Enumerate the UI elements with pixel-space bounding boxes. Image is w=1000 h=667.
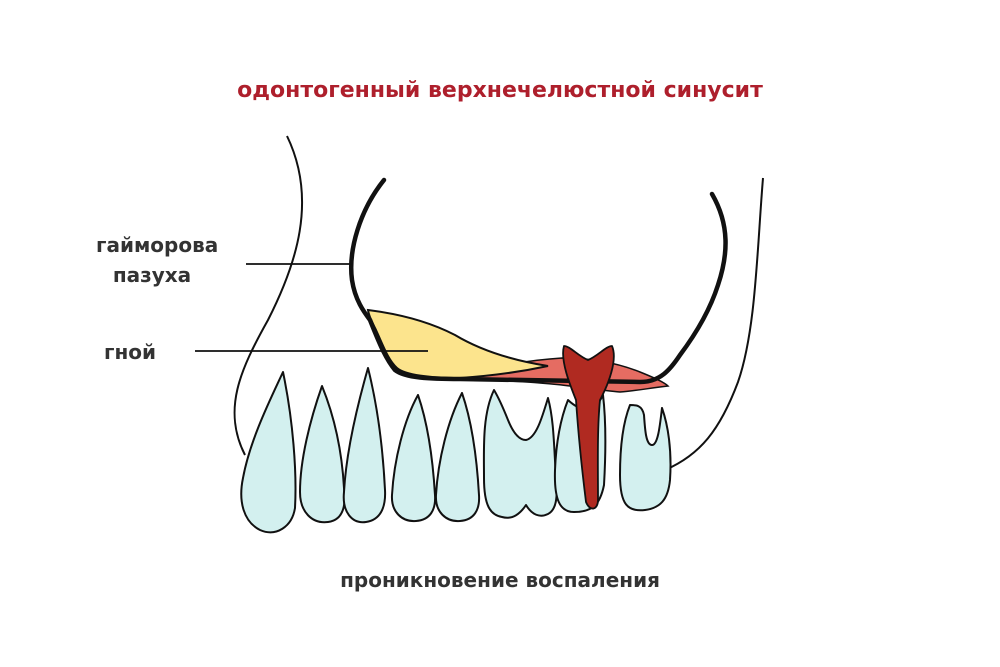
tooth-8	[619, 404, 672, 512]
maxillary-sinus-label-line2: пазуха	[112, 263, 192, 287]
maxillary-sinus-label-line1: гайморова	[96, 233, 219, 257]
maxillary-sinus-outline	[349, 177, 728, 385]
tooth-3	[342, 367, 387, 524]
pus-label: гной	[104, 340, 157, 364]
tooth-2	[299, 385, 346, 524]
tooth-6	[482, 389, 558, 519]
tooth-1	[240, 371, 297, 534]
infected-tooth-root	[562, 345, 615, 510]
diagram-title: одонтогенный верхнечелюстной синусит	[237, 78, 763, 103]
inflammation-spread-label: проникновение воспаления	[340, 568, 660, 592]
tooth-5	[434, 392, 481, 523]
tooth-4	[390, 394, 437, 523]
maxillary-sinus-label: гайморова пазуха	[96, 230, 219, 290]
jaw-outline-right	[664, 177, 764, 471]
jaw-outline-left	[233, 135, 304, 456]
teeth	[240, 367, 672, 534]
